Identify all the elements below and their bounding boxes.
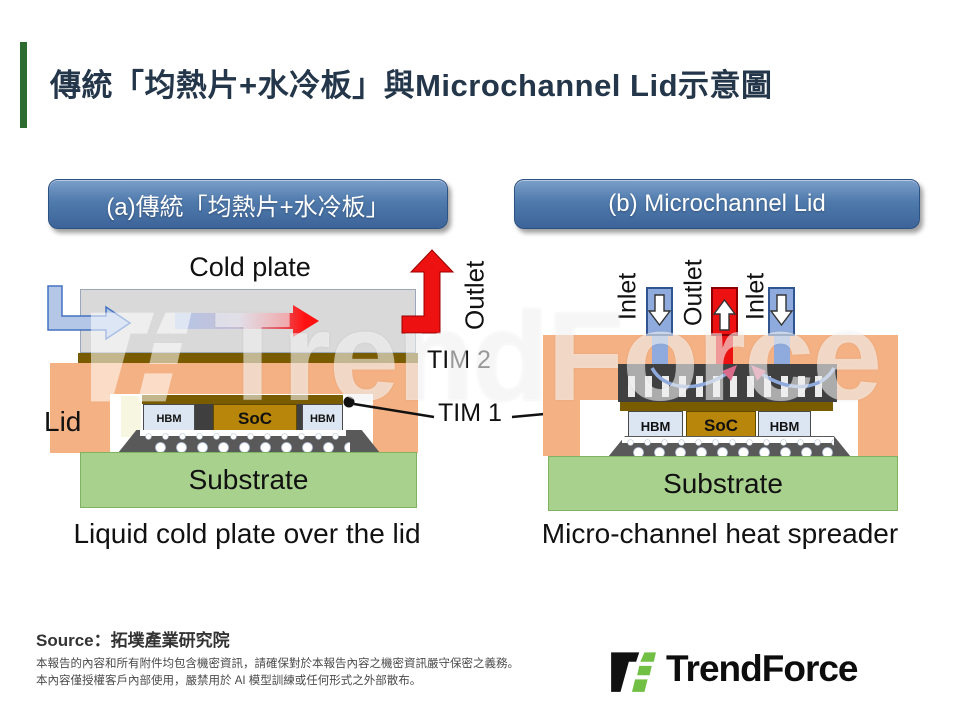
substrate-a: Substrate xyxy=(80,452,417,508)
tim2-label: TIM 2 xyxy=(427,346,491,374)
coolant-curve-left-icon xyxy=(650,367,727,389)
tim1-layer-b xyxy=(620,402,833,411)
coolant-arrowhead-left-icon xyxy=(722,365,737,381)
tim1-layer-a xyxy=(142,395,343,404)
microbumps-a xyxy=(140,432,346,441)
tim2-layer xyxy=(78,353,418,363)
outlet-up-arrow-icon xyxy=(712,298,737,331)
tim1-dot-a-icon xyxy=(343,396,355,408)
disclaimer-line1: 本報告的內容和所有附件均包含機密資訊，請確保對於本報告內容之機密資訊嚴守保密之義… xyxy=(36,658,519,670)
inlet-right-label: Inlet xyxy=(741,272,770,320)
solder-balls-a xyxy=(150,441,350,454)
trendforce-logo: TrendForce xyxy=(608,644,858,694)
outlet-stem xyxy=(716,335,733,367)
source-text: Source：拓墣產業研究院 xyxy=(36,631,230,650)
caption-b: Micro-channel heat spreader xyxy=(541,518,899,549)
panel-a-header-label: (a)傳統「均熱片+水冷板」 xyxy=(106,193,390,221)
inlet-left-labelbox: Inlet xyxy=(612,255,644,337)
microchannel-fins xyxy=(628,376,831,397)
inlet-left-stem xyxy=(652,335,668,367)
title-accent-bar xyxy=(20,42,27,128)
trendforce-logo-text: TrendForce xyxy=(666,648,858,689)
panel-a-header: (a)傳統「均熱片+水冷板」 xyxy=(48,179,448,229)
inlet-right-labelbox: Inlet xyxy=(740,255,772,337)
caption-a: Liquid cold plate over the lid xyxy=(73,518,421,549)
inlet-left-label: Inlet xyxy=(613,272,642,320)
flow-gradient-arrow-icon xyxy=(175,305,319,337)
outlet-a-labelbox: Outlet xyxy=(458,253,492,338)
trendforce-logo-icon xyxy=(611,652,656,692)
outlet-elbow-arrow-icon xyxy=(401,249,455,334)
die-gap-a2 xyxy=(297,404,302,433)
inlet-right-down-arrow-icon xyxy=(769,294,794,327)
solder-balls-b xyxy=(628,446,833,459)
coolant-curve-right-icon xyxy=(761,367,836,389)
panel-b-header-label: (b) Microchannel Lid xyxy=(608,190,826,217)
hbm-a-left: HBM xyxy=(143,404,195,433)
tim1-leader-left-icon xyxy=(353,402,435,419)
cold-plate-label: Cold plate xyxy=(189,252,311,282)
panel-b-header: (b) Microchannel Lid xyxy=(514,179,920,229)
coolant-arrowhead-right-icon xyxy=(751,365,766,381)
page-title: 傳統「均熱片+水冷板」與Microchannel Lid示意圖 xyxy=(50,68,773,103)
substrate-a-label: Substrate xyxy=(188,464,309,495)
substrate-b: Substrate xyxy=(548,456,898,511)
soc-a: SoC xyxy=(213,404,297,433)
outlet-b-label: Outlet xyxy=(679,259,708,327)
lid-a-sealant xyxy=(121,396,141,437)
die-gap-a1 xyxy=(195,404,213,433)
outlet-a-label: Outlet xyxy=(459,260,490,331)
hbm-a-right: HBM xyxy=(302,404,343,433)
flow-arrows-b xyxy=(647,294,836,389)
microbumps-b xyxy=(622,438,834,447)
lid-a-label: Lid xyxy=(44,406,82,437)
tim1-label: TIM 1 xyxy=(438,399,502,427)
substrate-b-label: Substrate xyxy=(663,467,783,499)
inlet-left-down-arrow-icon xyxy=(647,294,672,327)
outlet-b-labelbox: Outlet xyxy=(678,249,710,337)
inlet-elbow-arrow-icon xyxy=(47,285,132,341)
inlet-right-stem xyxy=(774,335,790,367)
disclaimer-line2: 本內容僅授權客戶內部使用，嚴禁用於 AI 模型訓練或任何形式之外部散布。 xyxy=(36,675,422,687)
